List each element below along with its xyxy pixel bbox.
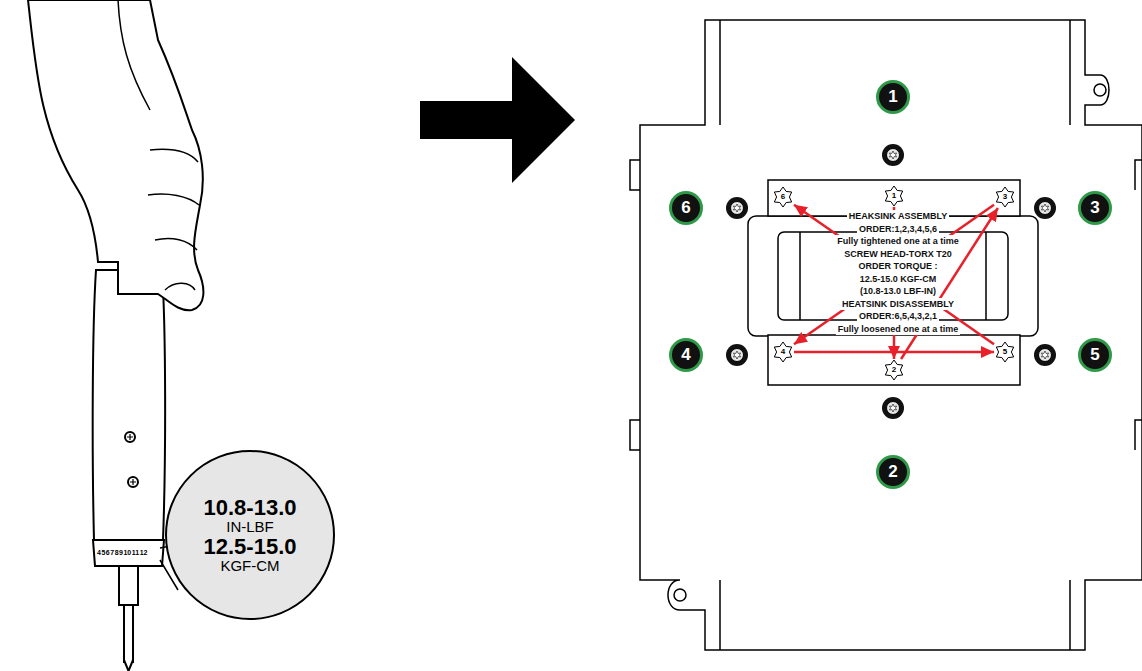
torque-value: KGF-CM — [220, 558, 279, 574]
sequence-number: 6 — [669, 191, 703, 225]
sequence-number: 2 — [876, 455, 910, 489]
screw-order-star: 3 — [994, 186, 1016, 208]
sequence-number: 5 — [1078, 338, 1112, 372]
label-text: HEAKSINK ASSEMBLY — [847, 210, 949, 223]
scale-number: 12 — [140, 549, 148, 557]
label-text: ORDER:1,2,3,4,5,6 — [857, 223, 939, 236]
callout-number: 1 — [888, 87, 897, 107]
screw-heads — [726, 144, 1056, 419]
torque-value: 10.8-13.0 — [204, 496, 297, 519]
scale-number: 8 — [115, 549, 119, 557]
label-text: Fully loosened one at a time — [836, 323, 961, 336]
scale-number: 9 — [119, 549, 123, 557]
screw-order-star: 1 — [883, 185, 905, 207]
torque-value: IN-LBF — [226, 519, 274, 535]
scale-number: 11 — [132, 549, 139, 557]
hand — [28, 0, 203, 310]
label-text: SCREW HEAD-TORX T20 — [842, 248, 953, 261]
label-text-column: HEAKSINK ASSEMBLYORDER:1,2,3,4,5,6Fully … — [768, 210, 1028, 335]
direction-arrow — [420, 57, 575, 183]
callout-number: 5 — [1003, 348, 1007, 356]
callout-number: 2 — [888, 462, 897, 482]
screw-order-star: 6 — [772, 186, 794, 208]
torque-screwdriver — [93, 262, 178, 671]
scale-number: 4 — [97, 549, 101, 557]
order-arrow — [794, 205, 994, 345]
order-arrow — [794, 205, 994, 345]
scale-number: 5 — [101, 549, 105, 557]
sequence-number: 4 — [669, 338, 703, 372]
label-text: ORDER TORQUE : — [857, 260, 940, 273]
scale-number: 7 — [110, 549, 114, 557]
callout-number: 2 — [892, 366, 896, 374]
label-text: ORDER:6,5,4,3,2,1 — [857, 310, 939, 323]
scale-number: 10 — [123, 549, 131, 557]
heatsink-bracket — [630, 20, 1142, 650]
callout-number: 5 — [1090, 345, 1099, 365]
label-text: 12.5-15.0 KGF-CM — [858, 273, 939, 286]
callout-number: 6 — [681, 198, 690, 218]
sequence-number: 3 — [1078, 191, 1112, 225]
screw-order-star: 5 — [994, 341, 1016, 363]
torque-value: 12.5-15.0 — [204, 535, 297, 558]
callout-number: 6 — [781, 193, 785, 201]
callout-number: 4 — [681, 345, 690, 365]
label-text: Fully tightened one at a time — [835, 235, 961, 248]
label-text: (10.8-13.0 LBF-IN) — [858, 285, 938, 298]
scale-number: 6 — [106, 549, 110, 557]
torque-callout: 10.8-13.0IN-LBF12.5-15.0KGF-CM — [165, 450, 335, 620]
torque-scale: 456789101112 — [97, 549, 148, 557]
label-text: HEATSINK DISASSEMBLY — [840, 298, 956, 311]
screw-order-star: 2 — [883, 359, 905, 381]
sequence-number: 1 — [876, 80, 910, 114]
order-arrow — [794, 351, 994, 354]
callout-number: 3 — [1090, 198, 1099, 218]
screw-order-star: 4 — [772, 341, 794, 363]
instruction-label: HEAKSINK ASSEMBLYORDER:1,2,3,4,5,6Fully … — [768, 180, 1028, 385]
callout-number: 1 — [892, 192, 896, 200]
callout-number: 4 — [781, 348, 785, 356]
callout-number: 3 — [1003, 193, 1007, 201]
